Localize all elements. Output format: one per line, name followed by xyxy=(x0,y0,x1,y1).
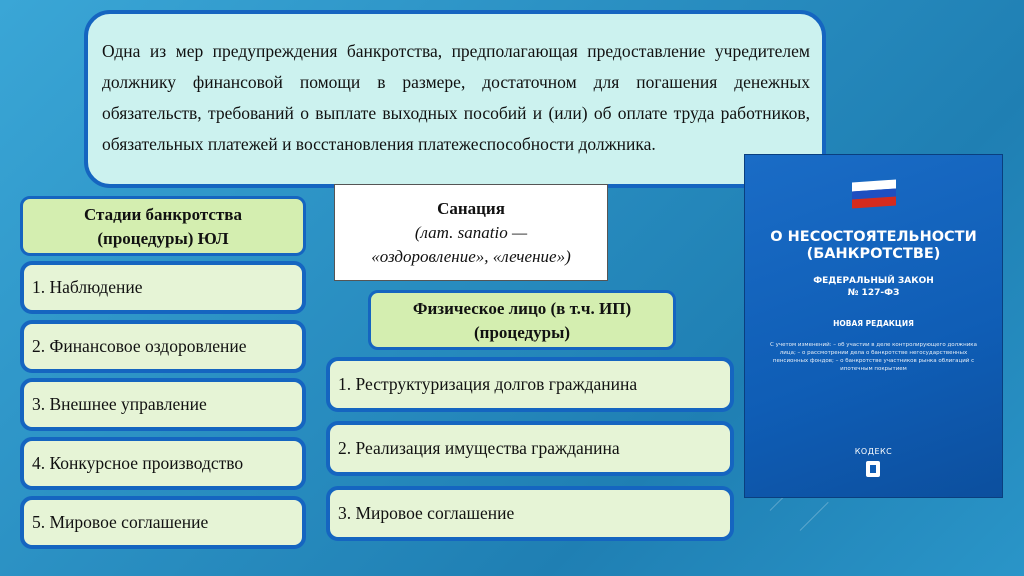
legal-entity-stage-item: 4. Конкурсное производство xyxy=(20,437,306,490)
individual-procedure-item: 1. Реструктуризация долгов гражданина xyxy=(326,357,734,412)
definition-box: Одна из мер предупреждения банкротства, … xyxy=(84,10,826,188)
sanation-subtitle-line1: (лат. sanatio — xyxy=(414,223,528,242)
individual-procedures-title: Физическое лицо (в т.ч. ИП) (процедуры) xyxy=(368,290,676,350)
book-title-line1: О НЕСОСТОЯТЕЛЬНОСТИ xyxy=(770,229,977,245)
book-title: О НЕСОСТОЯТЕЛЬНОСТИ (БАНКРОТСТВЕ) xyxy=(745,229,1002,263)
legal-entity-stage-item: 5. Мировое соглашение xyxy=(20,496,306,549)
legal-entity-stages-title: Стадии банкротства (процедуры) ЮЛ xyxy=(20,196,306,256)
book-publisher: КОДЕКС xyxy=(854,447,893,456)
individual-title-line2: (процедуры) xyxy=(473,323,570,342)
publisher-logo-icon xyxy=(866,461,880,477)
russian-flag-icon xyxy=(852,179,896,209)
legal-entity-title-line1: Стадии банкротства xyxy=(83,205,242,224)
individual-procedure-item: 3. Мировое соглашение xyxy=(326,486,734,541)
legal-entity-stage-item: 2. Финансовое оздоровление xyxy=(20,320,306,373)
background-line xyxy=(799,501,829,531)
sanation-title: Санация xyxy=(437,199,505,218)
book-edition: НОВАЯ РЕДАКЦИЯ xyxy=(833,319,914,328)
book-law-name: ФЕДЕРАЛЬНЫЙ ЗАКОН № 127-ФЗ xyxy=(745,275,1002,299)
book-title-line2: (БАНКРОТСТВЕ) xyxy=(806,246,941,262)
legal-entity-title-line2: (процедуры) ЮЛ xyxy=(97,229,229,248)
book-law-line2: № 127-ФЗ xyxy=(847,288,900,298)
law-book-cover: О НЕСОСТОЯТЕЛЬНОСТИ (БАНКРОТСТВЕ) ФЕДЕРА… xyxy=(745,155,1002,497)
individual-procedure-item: 2. Реализация имущества гражданина xyxy=(326,421,734,476)
flag-stripe-red xyxy=(852,196,896,209)
legal-entity-stage-item: 1. Наблюдение xyxy=(20,261,306,314)
book-law-line1: ФЕДЕРАЛЬНЫЙ ЗАКОН xyxy=(813,276,934,286)
individual-title-line1: Физическое лицо (в т.ч. ИП) xyxy=(412,299,632,318)
sanation-subtitle-line2: «оздоровление», «лечение») xyxy=(371,247,571,266)
book-notes: С учетом изменений: – об участии в деле … xyxy=(769,342,977,372)
legal-entity-stage-item: 3. Внешнее управление xyxy=(20,378,306,431)
sanation-box: Санация (лат. sanatio — «оздоровление», … xyxy=(334,184,608,281)
